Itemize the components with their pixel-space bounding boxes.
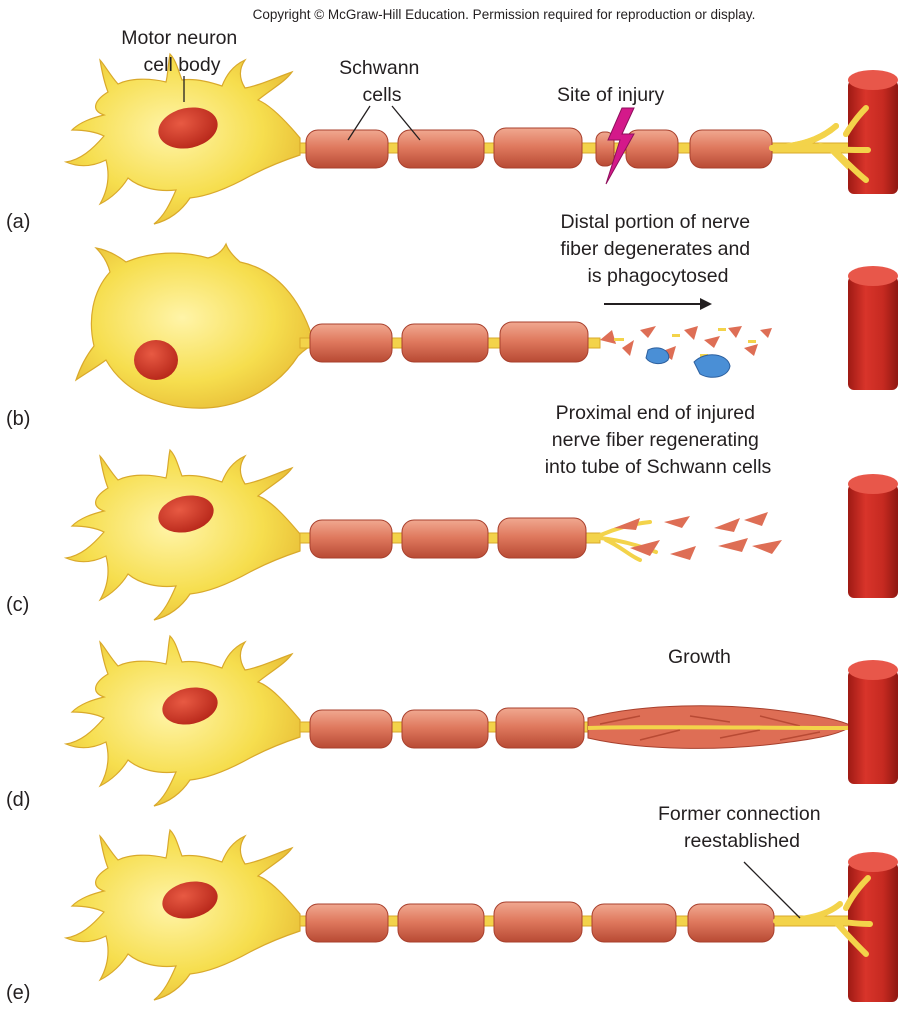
label-site-of-injury: Site of injury bbox=[557, 84, 665, 106]
label-distal-degenerates: Distal portion of nerve fiber degenerate… bbox=[560, 211, 755, 287]
muscle-fiber bbox=[773, 852, 898, 1002]
regenerating-sprouts bbox=[588, 512, 782, 562]
copyright-notice: Copyright © McGraw-Hill Education. Permi… bbox=[253, 7, 756, 22]
schwann-cells bbox=[305, 127, 773, 169]
panel-a: Motor neuron cell body Schwann cells Sit… bbox=[6, 27, 898, 233]
schwann-cells bbox=[309, 707, 585, 749]
motor-neuron-cell-body bbox=[63, 828, 301, 1001]
panel-label-d: (d) bbox=[6, 789, 30, 811]
panel-e: Former connection reestablished (e) bbox=[6, 803, 898, 1004]
muscle-fiber bbox=[769, 70, 898, 194]
motor-neuron-cell-body bbox=[63, 52, 301, 225]
schwann-cells bbox=[305, 901, 775, 943]
muscle-fiber bbox=[848, 266, 898, 390]
schwann-cells bbox=[309, 517, 587, 559]
growing-schwann-tube bbox=[587, 705, 853, 749]
degenerating-fragments bbox=[600, 326, 772, 378]
panel-c: Proximal end of injured nerve fiber rege… bbox=[6, 402, 898, 621]
label-former-connection: Former connection reestablished bbox=[658, 803, 826, 852]
motor-neuron-cell-body bbox=[63, 634, 301, 807]
label-motor-neuron: Motor neuron cell body bbox=[121, 27, 242, 76]
label-proximal-regenerating: Proximal end of injured nerve fiber rege… bbox=[545, 402, 772, 478]
panel-b: Distal portion of nerve fiber degenerate… bbox=[6, 211, 898, 430]
injury-lightning-icon bbox=[605, 107, 635, 185]
muscle-fiber bbox=[848, 660, 898, 784]
panel-label-a: (a) bbox=[6, 211, 30, 233]
panel-label-b: (b) bbox=[6, 408, 30, 430]
panel-d: Growth (d) bbox=[6, 634, 898, 811]
macrophage-icon bbox=[645, 347, 670, 365]
panel-label-e: (e) bbox=[6, 982, 30, 1004]
muscle-fiber bbox=[848, 474, 898, 598]
label-schwann-cells: Schwann cells bbox=[339, 57, 425, 106]
panel-label-c: (c) bbox=[6, 594, 29, 616]
arrow-right-icon bbox=[700, 298, 712, 310]
label-growth: Growth bbox=[668, 646, 731, 668]
macrophage-icon bbox=[693, 354, 731, 378]
motor-neuron-cell-body-swollen bbox=[74, 242, 313, 409]
motor-neuron-cell-body bbox=[63, 448, 301, 621]
schwann-cells bbox=[309, 321, 589, 363]
